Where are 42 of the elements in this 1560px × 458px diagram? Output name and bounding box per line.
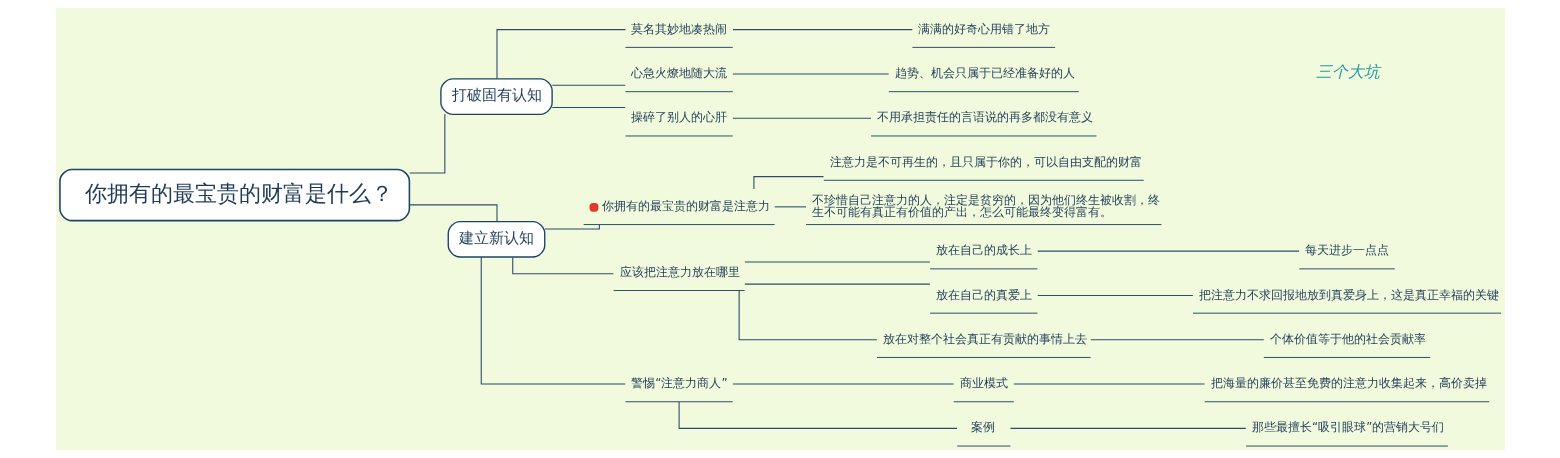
connector: [480, 256, 626, 385]
connector: [1036, 294, 1193, 296]
node-text: 放在对整个社会真正有贡献的事情上去: [882, 331, 1087, 346]
connector: [543, 224, 600, 230]
connector: [743, 283, 930, 285]
connector: [773, 206, 807, 208]
node-text: 放在自己的成长上: [935, 243, 1032, 258]
node-text: 商业模式: [959, 376, 1008, 391]
node-text: 个体价值等于他的社会贡献率: [1269, 331, 1426, 346]
node-text: 莫名其妙地凑热闹: [630, 21, 727, 36]
node-text: 把注意力不求回报地放到真爱身上，这是真正幸福的关键: [1198, 287, 1499, 302]
connector: [1089, 339, 1264, 341]
node-box: 你拥有的最宝贵的财富是什么？: [58, 168, 410, 222]
connector: [551, 84, 626, 86]
node-text: 操碎了别人的心肝: [630, 110, 727, 125]
connector: [1009, 427, 1246, 429]
node-box: 打破固有认知: [439, 78, 553, 115]
connector: [731, 29, 913, 31]
node-text: 不珍惜自己注意力的人，注定是贫穷的，因为他们终生被收割，终生不可能有真正有价值的产出，怎么可能最终变得富有。: [811, 192, 1160, 220]
node-text: 案例: [970, 420, 995, 435]
connector: [752, 176, 824, 190]
connector: [408, 113, 445, 174]
node-text: 把海量的廉价甚至免费的注意力收集起来，高价卖掉: [1210, 376, 1487, 391]
node-text: 满满的好奇心用错了地方: [917, 21, 1050, 36]
node-text: 注意力是不可再生的，且只属于你的，可以自由支配的财富: [829, 154, 1142, 169]
node-box: 建立新认知: [447, 220, 545, 258]
connector: [551, 106, 626, 108]
node-text: 放在自己的真爱上: [935, 287, 1032, 302]
node-text: 心急火燎地随大流: [630, 66, 727, 81]
connector: [511, 256, 614, 275]
connector: [1036, 250, 1300, 252]
node-text: 应该把注意力放在哪里: [619, 264, 740, 279]
connector: [678, 401, 958, 429]
connector: [495, 29, 626, 80]
label: 三个大坑: [1315, 61, 1380, 81]
node-text: 每天进步一点点: [1304, 243, 1389, 258]
node-text: 趋势、机会只属于已经准备好的人: [894, 66, 1075, 81]
connector: [731, 117, 871, 119]
node-text: 警惕“注意力商人”: [630, 376, 728, 391]
node-text: 不用承担责任的言语说的再多都没有意义: [876, 110, 1093, 125]
connector: [738, 290, 877, 341]
node-text: 那些最擅长“吸引眼球”的营销大号们: [1251, 420, 1444, 435]
